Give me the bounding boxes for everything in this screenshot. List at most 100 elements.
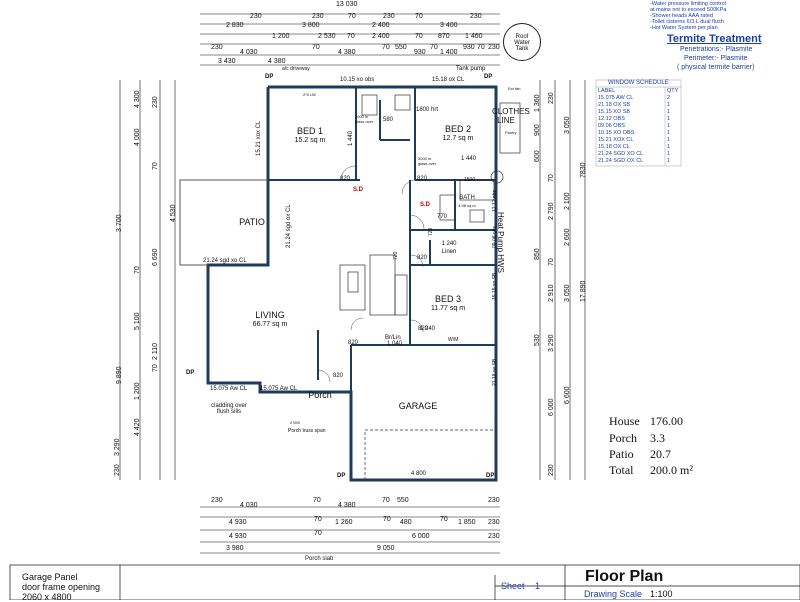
right-dim: 6 600 — [564, 386, 571, 404]
linen-wardrobe-note: 2*0 LW — [303, 92, 316, 97]
area-value: 3.3 — [650, 431, 665, 445]
top-dim: 4 380 — [268, 58, 286, 65]
pantry-note: Pantry — [505, 130, 517, 135]
bottom-dim: 230 — [488, 497, 500, 504]
window-label: 15.075 Aw CL — [260, 386, 298, 392]
schedule-qty: 1 — [667, 109, 671, 115]
room-name: BED 2 — [444, 124, 471, 134]
right-dim: 7830 — [580, 162, 587, 178]
note-line: -Toilet cisterns 6/3 L dual flush — [650, 19, 724, 25]
top-dim: 230 — [250, 13, 262, 20]
schedule-qty: 2 — [667, 95, 671, 101]
top-dim: 1 460 — [465, 33, 483, 40]
left-dim: 4 420 — [134, 418, 141, 436]
bottom-dim: 4 930 — [229, 533, 247, 540]
bottom-dim: 1 260 — [335, 519, 353, 526]
room-bath: BATH 4.98 sq m — [452, 195, 482, 209]
termite-title: Termite Treatment — [667, 33, 762, 45]
top-dim: 230 — [383, 13, 395, 20]
wall-dim: 1 440 — [348, 130, 354, 146]
window-schedule-header: LABEL — [598, 88, 616, 94]
bottom-dim: 550 — [397, 497, 409, 504]
schedule-qty: 1 — [667, 102, 671, 108]
room-area: 12.7 sq m — [442, 135, 474, 142]
bottom-dim: 1 850 — [458, 519, 476, 526]
top-dim: 70 — [415, 13, 423, 20]
roof-water-tank-icon — [503, 23, 541, 61]
schedule-label: 10.15 XO OBS — [598, 130, 635, 136]
garage-panel-note: Garage Panel door frame opening 2060 x 4… — [22, 572, 100, 602]
left-dim: 3 290 — [114, 438, 121, 456]
top-dim: 3 430 — [218, 58, 236, 65]
cladding-note: cladding over flush sills — [211, 403, 247, 415]
window-label: 15.075 Aw CL — [210, 386, 248, 392]
top-dim: 230 — [312, 13, 324, 20]
schedule-qty: 1 — [667, 151, 671, 157]
garage-note-line: Garage Panel — [22, 572, 78, 582]
right-dim: 530 — [534, 334, 541, 346]
bottom-dim: 70 — [313, 497, 321, 504]
porch-truss-label: Porch truss span — [288, 428, 326, 434]
scale-value: 1:100 — [650, 589, 673, 599]
bottom-dim: 480 — [400, 519, 412, 526]
door-dim: 820 — [348, 340, 359, 346]
window-label: 21.24 sgd xo CL — [203, 258, 247, 264]
right-dim: 70 — [548, 174, 555, 182]
top-dim: 930 — [463, 44, 475, 51]
area-value: 200.0 m² — [650, 463, 693, 477]
left-dim: 70 — [152, 162, 159, 170]
schedule-label: 15.21 XOX CL — [598, 137, 634, 143]
schedule-label: 15.075 AW CL — [598, 95, 634, 101]
bottom-dim: 9 050 — [377, 545, 395, 552]
driveway-label: a/c driveway — [282, 66, 310, 72]
area-label: Porch — [609, 431, 637, 445]
ext-fan-note: Ext fan — [508, 86, 521, 91]
right-dim: 17 890 — [580, 280, 587, 302]
top-dim: 230 — [488, 44, 500, 51]
schedule-label: 21.24 SGD XO CL — [598, 151, 644, 157]
top-dim: 3 800 — [302, 22, 320, 29]
left-dim: 3 700 — [116, 214, 123, 232]
room-name: Linen — [441, 249, 457, 255]
wall-dim: 1 240 — [420, 326, 436, 332]
area-value: 20.7 — [650, 447, 671, 461]
area-label: Total — [609, 463, 634, 477]
garage-door-dim: 4 800 — [411, 471, 427, 477]
room-name: Porch — [308, 390, 332, 400]
door-dim: 820 — [417, 255, 428, 261]
wall-dim: 1500 — [464, 177, 476, 183]
right-dim: 3 290 — [548, 334, 555, 352]
right-dim: 6 000 — [548, 398, 555, 416]
top-dim: 4 030 — [240, 49, 258, 56]
br-lin-label: Br/Lin — [385, 335, 401, 341]
schedule-qty: 1 — [667, 158, 671, 164]
downpipe-label: DP — [484, 74, 493, 80]
bottom-dim: 3 980 — [226, 545, 244, 552]
bottom-dim: 230 — [211, 497, 223, 504]
top-dim: 70 — [477, 44, 485, 51]
left-dim: 6 690 — [152, 248, 159, 266]
room-name: GARAGE — [398, 401, 438, 411]
right-dim: 230 — [548, 92, 555, 104]
left-dim: 2 110 — [152, 343, 159, 360]
room-name: BED 1 — [296, 126, 323, 136]
door-dim: 820 — [418, 326, 429, 332]
downpipe-label: DP — [265, 74, 274, 80]
room-name: BED 3 — [434, 294, 461, 304]
window-label: 21.18 ox SB — [492, 358, 498, 386]
left-dim: 70 — [152, 364, 159, 372]
schedule-label: 15.15 XO SB — [598, 109, 631, 115]
right-dim: 2 600 — [564, 228, 571, 246]
window-label: 15.15 xo SB — [492, 272, 498, 300]
room-name: PATIO — [239, 217, 265, 227]
door-dim: 820 — [340, 176, 351, 182]
top-dim: 70 — [347, 33, 355, 40]
room-area: 4.98 sq m — [458, 203, 476, 208]
glass-note: 3000 hr glass over — [355, 114, 374, 124]
wall-dim: 1 040 — [387, 341, 403, 347]
top-dim: 1 400 — [440, 49, 458, 56]
downpipe-label: DP — [486, 473, 495, 479]
scale-label: Drawing Scale — [584, 589, 643, 599]
left-dim: 230 — [152, 96, 159, 108]
top-dim: 930 — [414, 49, 426, 56]
